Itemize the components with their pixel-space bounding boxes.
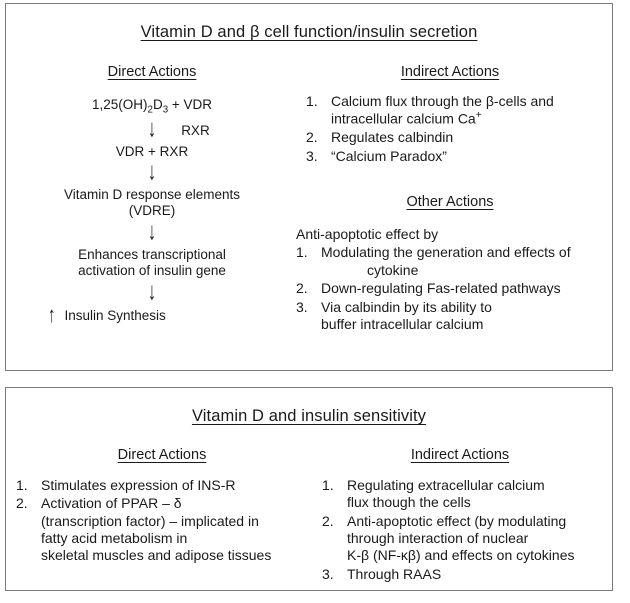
list-item-text: Modulating the generation and effects of… xyxy=(321,244,602,279)
list-item-text: Via calbindin by its ability to buffer i… xyxy=(321,299,602,334)
secretion-other-actions-heading: Other Actions xyxy=(406,194,494,211)
flow-node-1-25-oh2-d3-vdr: 1,25(OH)2D3 + VDR xyxy=(6,97,298,117)
list-item-number: 3. xyxy=(306,147,318,164)
list-item-number: 3. xyxy=(322,565,334,582)
direct-actions-flowchart: 1,25(OH)2D3 + VDR ↓ RXR VDR + RXR ↓ Vita… xyxy=(6,97,298,328)
list-item-number: 1. xyxy=(16,477,28,493)
sensitivity-direct-actions-column: Direct Actions 1. Stimulates expression … xyxy=(6,426,312,566)
down-arrow-icon: ↓ xyxy=(147,157,157,186)
sensitivity-indirect-actions-heading: Indirect Actions xyxy=(410,447,510,463)
list-item-text: Stimulates expression of INS-R xyxy=(41,477,236,493)
panel-sensitivity-columns: Direct Actions 1. Stimulates expression … xyxy=(6,426,612,584)
flow-node-1-text-b: D xyxy=(152,97,163,112)
flow-node-insulin-synthesis-label: Insulin Synthesis xyxy=(64,307,166,323)
panel-secretion-title: Vitamin D and β cell function/insulin se… xyxy=(140,23,478,41)
list-item-number: 2. xyxy=(306,129,318,146)
flow-node-vdr-rxr: VDR + RXR xyxy=(115,143,189,159)
flow-arrow-4-down-icon: ↓ xyxy=(6,279,298,304)
list-item-line-2: cytokine xyxy=(367,261,419,278)
list-item: 2. Activation of PPAR – δ (transcription… xyxy=(16,495,312,564)
secretion-indirect-actions-heading: Indirect Actions xyxy=(400,64,500,80)
panel-vitamin-d-insulin-sensitivity: Vitamin D and insulin sensitivity Direct… xyxy=(5,387,613,591)
secretion-direct-actions-heading: Direct Actions xyxy=(107,64,197,80)
list-item: 2. Down-regulating Fas-related pathways xyxy=(296,280,602,297)
other-actions-intro-text: Anti-apoptotic effect by xyxy=(296,226,439,243)
list-item-text: Anti-apoptotic effect (by modulating thr… xyxy=(347,512,575,564)
list-item-text: Activation of PPAR – δ (transcription fa… xyxy=(41,495,272,564)
flow-arrow-1-down-icon: ↓ RXR xyxy=(6,116,298,141)
list-item-text: Through RAAS xyxy=(347,565,442,582)
secretion-indirect-actions-column: Indirect Actions 1. Calcium flux through… xyxy=(296,42,612,334)
list-item: 1. Stimulates expression of INS-R xyxy=(16,477,312,494)
sensitivity-direct-actions-list: 1. Stimulates expression of INS-R 2. Act… xyxy=(16,477,312,565)
down-arrow-icon: ↓ xyxy=(147,114,157,142)
list-item-number: 1. xyxy=(296,244,308,261)
sensitivity-indirect-actions-column: Indirect Actions 1. Regulating extracell… xyxy=(312,426,612,584)
flow-node-vdre: Vitamin D response elements (VDRE) xyxy=(63,187,241,219)
list-item: 1. Regulating extracellular calcium flux… xyxy=(322,477,604,512)
list-item: 1. Calcium flux through the β-cells and … xyxy=(306,93,602,128)
list-item-text: Regulating extracellular calcium flux th… xyxy=(347,477,545,511)
list-item-line-1: Modulating the generation and effects of xyxy=(321,244,571,261)
list-item-number: 1. xyxy=(322,477,334,493)
sensitivity-direct-actions-heading: Direct Actions xyxy=(117,447,207,463)
flow-node-enhances-transcription: Enhances transcriptional activation of i… xyxy=(78,246,226,279)
list-item-number: 2. xyxy=(296,280,308,297)
panel-sensitivity-title: Vitamin D and insulin sensitivity xyxy=(191,407,427,425)
list-item: 2. Anti-apoptotic effect (by modulating … xyxy=(322,513,604,565)
list-item-number: 3. xyxy=(296,298,308,315)
list-item-text-main: Calcium flux through the β-cells and int… xyxy=(331,93,554,128)
list-item-text: Down-regulating Fas-related pathways xyxy=(321,280,561,297)
list-item: 1. Modulating the generation and effects… xyxy=(296,244,602,279)
list-item: 3. “Calcium Paradox” xyxy=(306,148,602,165)
list-item-line-2: buffer intracellular calcium xyxy=(321,315,484,332)
list-item: 2. Regulates calbindin xyxy=(306,129,602,146)
list-item-number: 2. xyxy=(16,495,28,512)
flow-arrow-2-down-icon: ↓ xyxy=(6,159,298,184)
list-item-number: 2. xyxy=(322,512,334,529)
list-item-number: 1. xyxy=(306,93,318,109)
down-arrow-icon: ↓ xyxy=(147,217,157,246)
panel-secretion-columns: Direct Actions 1,25(OH)2D3 + VDR ↓ RXR V… xyxy=(6,42,612,334)
flow-node-1-text-c: + VDR xyxy=(168,97,212,112)
flow-node-1-text-a: 1,25(OH) xyxy=(92,97,148,112)
flow-arrow-3-down-icon: ↓ xyxy=(6,219,298,244)
sensitivity-indirect-actions-list: 1. Regulating extracellular calcium flux… xyxy=(322,477,604,583)
flow-arrow-1-label-rxr: RXR xyxy=(181,122,210,138)
list-item-text: “Calcium Paradox” xyxy=(331,147,447,164)
panel-vitamin-d-beta-cell-function: Vitamin D and β cell function/insulin se… xyxy=(5,3,613,371)
list-item-superscript: + xyxy=(475,110,482,122)
up-arrow-icon: ↑ xyxy=(48,302,56,328)
flow-node-insulin-synthesis: ↑ Insulin Synthesis xyxy=(6,302,298,328)
list-item: 3. Through RAAS xyxy=(322,566,604,583)
flow-node-1-sub-2: 3 xyxy=(162,104,169,116)
list-item-text: Regulates calbindin xyxy=(331,129,454,146)
list-item-line-1: Via calbindin by its ability to xyxy=(321,298,492,315)
list-item-text: Calcium flux through the β-cells and int… xyxy=(331,93,602,128)
flow-node-1-sub-1: 2 xyxy=(147,104,153,116)
list-item: 3. Via calbindin by its ability to buffe… xyxy=(296,299,602,334)
down-arrow-icon: ↓ xyxy=(147,277,157,306)
secretion-direct-actions-column: Direct Actions 1,25(OH)2D3 + VDR ↓ RXR V… xyxy=(6,42,298,328)
secretion-other-actions-list: 1. Modulating the generation and effects… xyxy=(296,244,602,333)
secretion-indirect-actions-list: 1. Calcium flux through the β-cells and … xyxy=(306,93,602,165)
